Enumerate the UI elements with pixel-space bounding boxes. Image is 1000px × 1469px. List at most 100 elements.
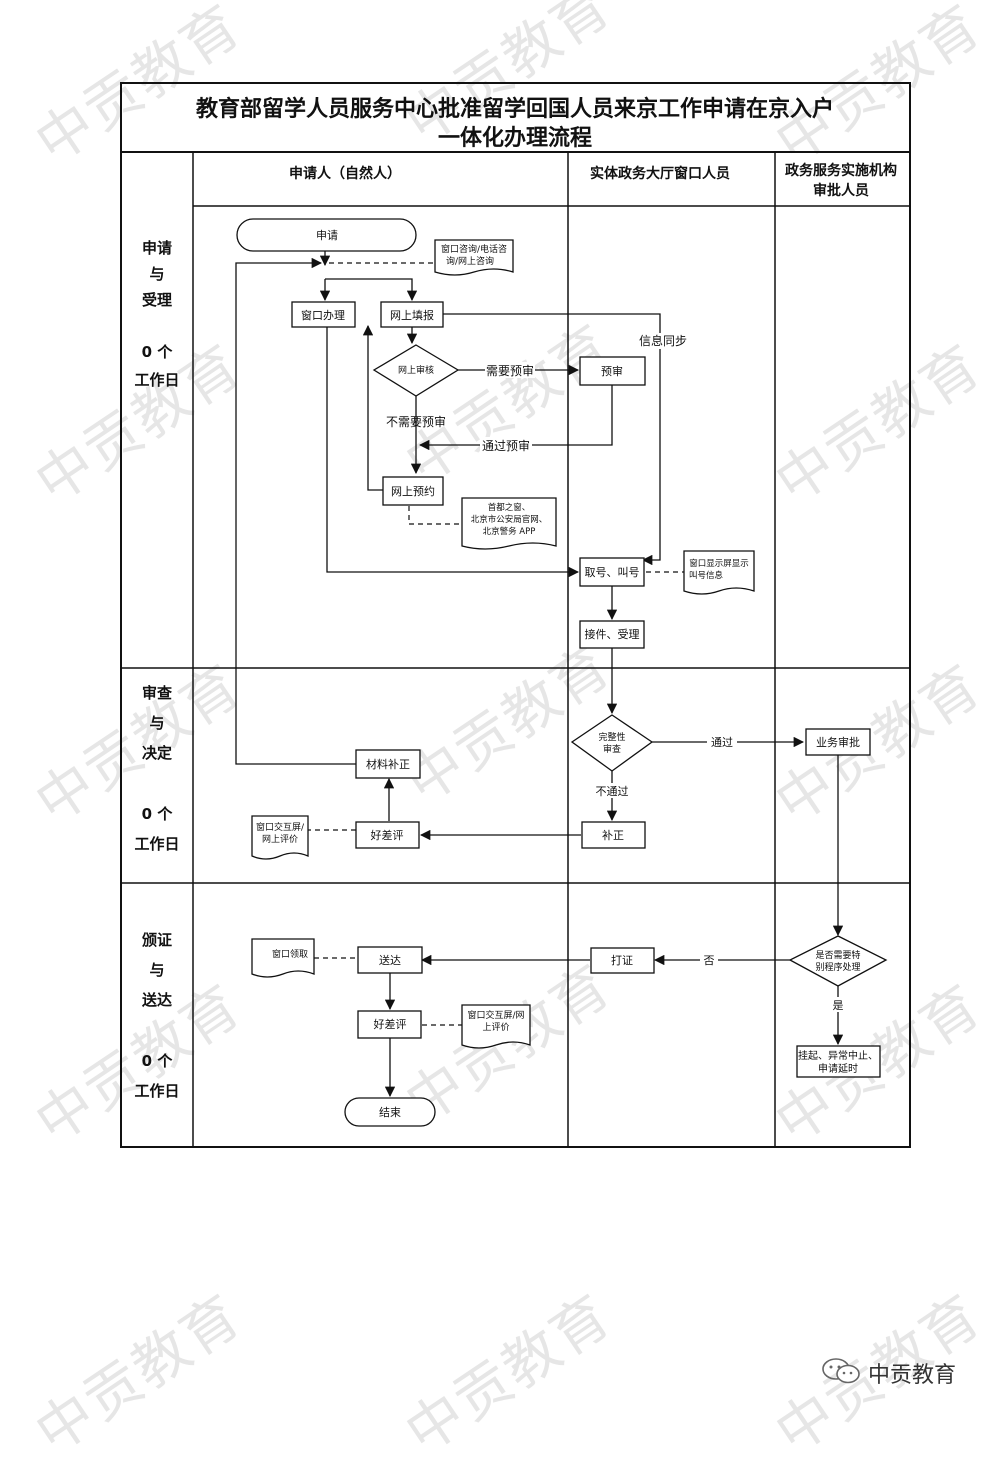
label-pass: 通过 bbox=[711, 736, 733, 749]
brand-logo: 中贡教育 bbox=[820, 1355, 980, 1388]
node-rating-1 bbox=[355, 821, 420, 849]
node-rating-1-label: 好差评 bbox=[371, 828, 404, 842]
node-rating-2-label: 好差评 bbox=[374, 1017, 407, 1031]
node-online-fill-label: 网上填报 bbox=[390, 308, 434, 322]
node-rating-2-doc bbox=[461, 1004, 531, 1049]
phase-days-unit: 工作日 bbox=[134, 1082, 179, 1100]
flowchart: 教育部留学人员服务中心批准留学回国人员来京工作申请在京入户 一体化办理流程 申请… bbox=[120, 82, 911, 1148]
node-deliver bbox=[357, 946, 423, 974]
table-grid bbox=[120, 82, 911, 1148]
node-special-procedure-label: 是否需要特 bbox=[815, 949, 860, 961]
node-window-handle bbox=[291, 301, 356, 328]
node-pre-review bbox=[579, 356, 646, 386]
phase-days-unit: 工作日 bbox=[134, 835, 179, 853]
node-appointment-doc-label: 首都之窗、 bbox=[488, 502, 531, 513]
phase-label: 颁证 bbox=[142, 931, 172, 949]
node-print-cert bbox=[590, 947, 655, 974]
node-pre-review-label: 预审 bbox=[601, 364, 623, 378]
node-online-appointment-label: 网上预约 bbox=[391, 485, 435, 498]
node-appointment-doc bbox=[461, 497, 557, 550]
phase-days: 0 个 bbox=[142, 343, 174, 361]
phase-issue-deliver: 颁证 与 送达 0 个 工作日 bbox=[134, 931, 179, 1100]
label-fail: 不通过 bbox=[596, 785, 629, 798]
node-rating-1-doc-label: 网上评价 bbox=[262, 834, 298, 845]
node-end bbox=[344, 1097, 436, 1127]
node-suspend-label: 挂起、异常中止、 bbox=[798, 1049, 878, 1062]
node-rating-2 bbox=[357, 1010, 422, 1039]
phase-days: 0 个 bbox=[142, 1052, 174, 1070]
node-start bbox=[236, 218, 417, 252]
phase-label: 申请 bbox=[142, 239, 172, 257]
node-consult-doc bbox=[434, 239, 514, 276]
node-rating-1-doc-label: 窗口交互屏/ bbox=[256, 821, 305, 833]
edge-window-to-ticket bbox=[326, 327, 580, 578]
label-info-sync: 信息同步 bbox=[639, 333, 687, 348]
node-consult-doc-label: 询/网上咨询 bbox=[446, 255, 494, 267]
phase-label: 受理 bbox=[142, 291, 172, 309]
node-ticket-doc-label: 叫号信息 bbox=[689, 570, 724, 581]
node-appointment-doc-label: 北京市公安局官网、 bbox=[471, 514, 548, 525]
node-appointment-doc-label: 北京警务 APP bbox=[483, 526, 536, 537]
column-header-window: 实体政务大厅窗口人员 bbox=[590, 165, 730, 182]
node-ticket-doc-label: 窗口显示屏显示 bbox=[689, 558, 749, 569]
node-window-handle-label: 窗口办理 bbox=[301, 308, 345, 322]
phase-label: 决定 bbox=[142, 744, 172, 762]
phase-label: 与 bbox=[149, 714, 164, 732]
node-special-procedure-label: 别程序处理 bbox=[815, 961, 860, 973]
edge-to-online-fill bbox=[325, 278, 418, 302]
label-pass-pre-review: 通过预审 bbox=[482, 438, 530, 453]
column-header-approver-line-1: 政务服务实施机构 bbox=[785, 162, 897, 179]
phase-days: 0 个 bbox=[142, 805, 174, 823]
node-completeness-check-label: 完整性 bbox=[598, 731, 625, 743]
label-yes: 是 bbox=[833, 999, 844, 1012]
phase-label: 与 bbox=[149, 961, 164, 979]
node-special-procedure bbox=[788, 935, 888, 987]
node-online-fill bbox=[380, 301, 444, 328]
phase-label: 送达 bbox=[141, 991, 172, 1009]
node-supplement bbox=[581, 821, 646, 849]
phase-label: 与 bbox=[149, 265, 164, 283]
node-end-label: 结束 bbox=[379, 1106, 401, 1119]
node-window-pickup-doc bbox=[251, 938, 315, 978]
node-print-cert-label: 打证 bbox=[611, 953, 633, 967]
node-receive-accept-label: 接件、受理 bbox=[585, 628, 640, 641]
node-labels: 申请 窗口咨询/电话咨 询/网上咨询 窗口办理 网上填报 网上审核 预审 网上预… bbox=[256, 229, 878, 1119]
node-window-pickup-doc-label: 窗口领取 bbox=[272, 948, 308, 960]
node-ticket-call-label: 取号、叫号 bbox=[585, 566, 640, 579]
title-line-1: 教育部留学人员服务中心批准留学回国人员来京工作申请在京入户 bbox=[196, 96, 834, 122]
node-completeness-check bbox=[570, 714, 654, 772]
column-header-approver-line-2: 审批人员 bbox=[813, 182, 869, 199]
node-business-approval bbox=[805, 728, 871, 756]
connectors bbox=[235, 251, 844, 1098]
phase-review-decide: 审查 与 决定 0 个 工作日 bbox=[134, 684, 179, 853]
node-business-approval-label: 业务审批 bbox=[816, 735, 860, 749]
title-line-2: 一体化办理流程 bbox=[438, 125, 592, 151]
node-online-review bbox=[372, 344, 460, 397]
edge-labels: 需要预审 不需要预审 通过预审 信息同步 通过 不通过 否 是 bbox=[386, 333, 846, 1012]
node-material-supplement bbox=[355, 749, 421, 779]
node-supplement-label: 补正 bbox=[602, 829, 624, 842]
node-consult-doc-label: 窗口咨询/电话咨 bbox=[441, 243, 507, 255]
label-need-pre-review: 需要预审 bbox=[486, 363, 534, 378]
node-online-appointment bbox=[382, 476, 444, 506]
node-rating-2-doc-label: 窗口交互屏/网 bbox=[467, 1009, 524, 1021]
phase-label: 审查 bbox=[142, 684, 173, 702]
dashed-associations bbox=[306, 262, 684, 1026]
wechat-icon bbox=[822, 1358, 860, 1384]
edge-pass-pre-review bbox=[418, 385, 613, 451]
phase-apply-accept: 申请 与 受理 0 个 工作日 bbox=[134, 239, 179, 389]
node-deliver-label: 送达 bbox=[379, 953, 401, 967]
node-online-review-label: 网上审核 bbox=[398, 364, 434, 376]
label-no: 否 bbox=[704, 954, 715, 967]
label-no-pre-review: 不需要预审 bbox=[386, 414, 446, 429]
edge-info-sync bbox=[443, 313, 661, 566]
node-ticket-doc bbox=[683, 550, 755, 595]
node-suspend bbox=[796, 1045, 881, 1078]
column-header-applicant: 申请人（自然人） bbox=[289, 165, 401, 182]
node-completeness-check-label: 审查 bbox=[603, 743, 621, 755]
brand-logo-text: 中贡教育 bbox=[868, 1363, 957, 1388]
node-suspend-label: 申请延时 bbox=[818, 1062, 858, 1075]
edge-material-back bbox=[235, 257, 356, 765]
phase-days-unit: 工作日 bbox=[134, 371, 179, 389]
node-receive-accept bbox=[579, 620, 645, 649]
